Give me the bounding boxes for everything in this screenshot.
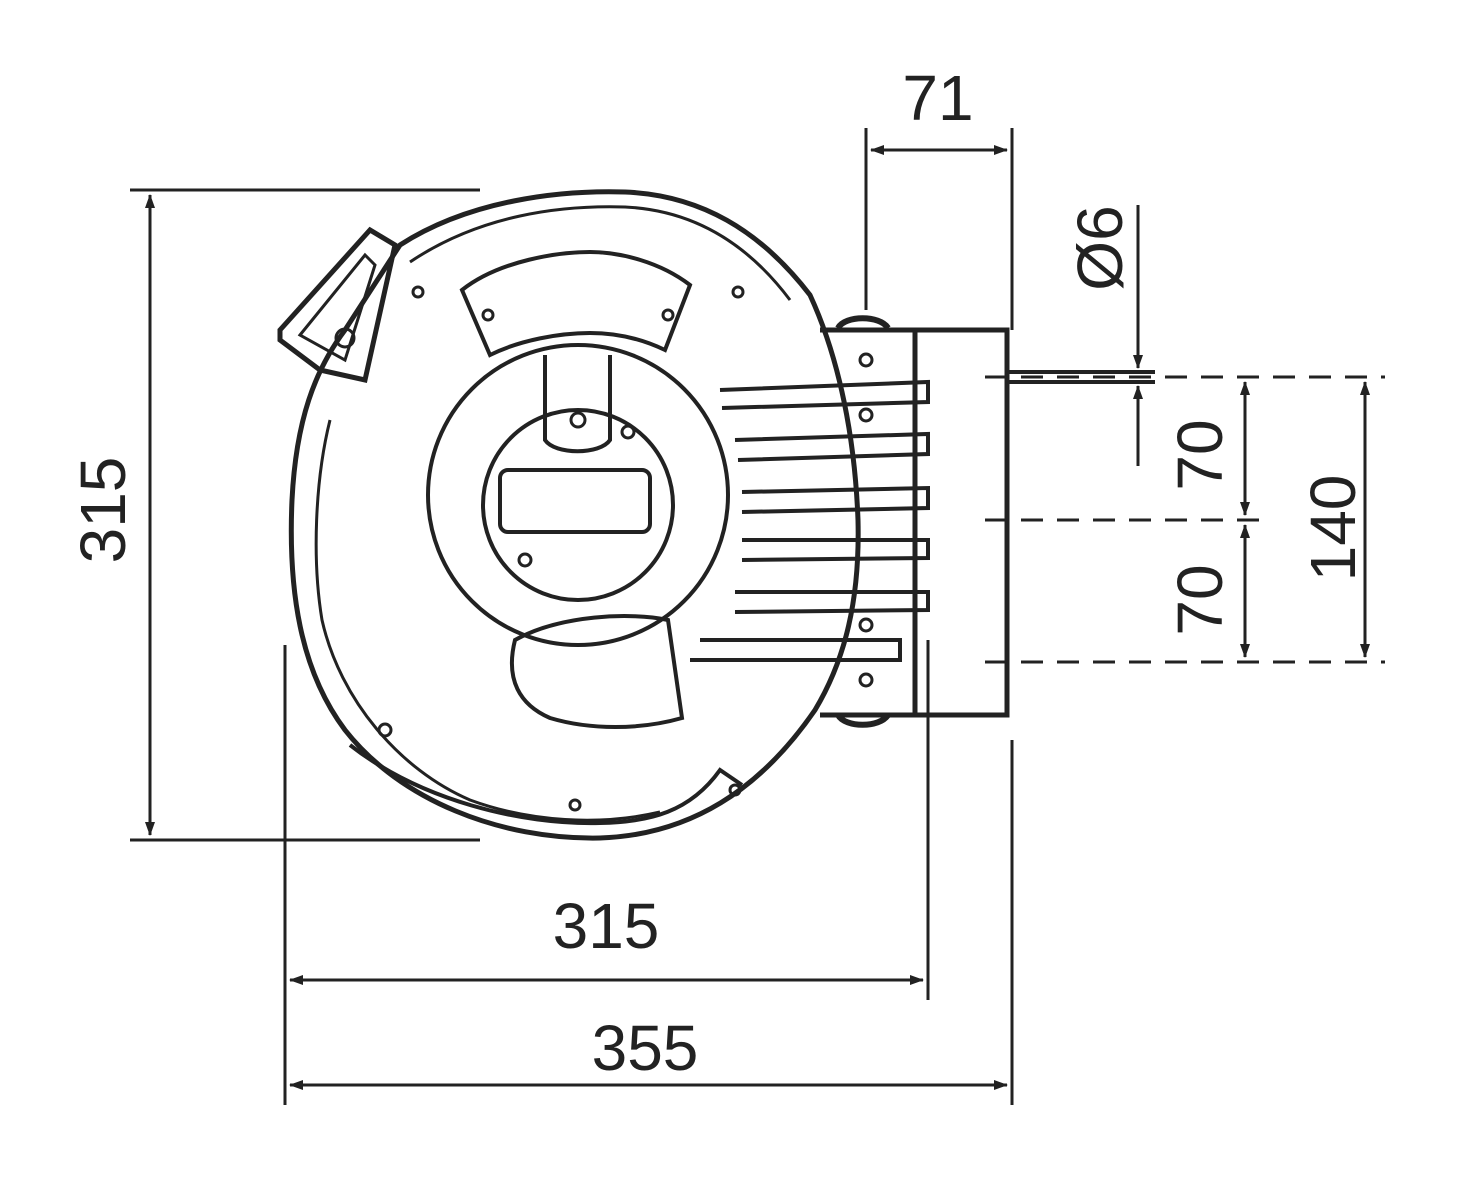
- screw: [411, 285, 425, 299]
- screw: [728, 783, 742, 797]
- screw: [858, 407, 874, 423]
- reel-body: [277, 189, 1155, 841]
- drum-outer: [426, 343, 730, 647]
- mounting-bolt: [1007, 370, 1155, 384]
- cooling-fins: [690, 379, 930, 662]
- screw: [517, 552, 533, 568]
- top-cover-panel: [459, 249, 693, 358]
- bracket-depth-label: 71: [902, 62, 973, 134]
- screw: [661, 308, 675, 322]
- bracket-top-lug: [835, 315, 891, 331]
- guide-roller: [334, 327, 356, 349]
- bracket-bottom-lug: [835, 712, 891, 728]
- screw: [481, 308, 495, 322]
- hole-spacing-total-label: 140: [1297, 475, 1369, 582]
- overall-width-label: 355: [592, 1012, 699, 1084]
- hub-bracket: [543, 355, 612, 454]
- hole-spacing-lower-label: 70: [1164, 564, 1236, 635]
- screw: [858, 617, 874, 633]
- lower-cover-panel: [509, 614, 685, 729]
- screw: [858, 672, 874, 688]
- height-label: 315: [67, 457, 139, 564]
- hub-label-window: [498, 468, 652, 534]
- bottom-guard: [348, 743, 744, 826]
- dimension-lines: [130, 128, 1385, 1105]
- screw: [377, 722, 393, 738]
- screw: [858, 352, 874, 368]
- housing-outline: [288, 189, 861, 841]
- hole-diameter-label: Ø6: [1064, 205, 1136, 290]
- body-width-label: 315: [553, 890, 660, 962]
- hose-guide-arm: [277, 226, 398, 383]
- screw: [731, 285, 745, 299]
- screw: [568, 798, 582, 812]
- screw: [620, 424, 636, 440]
- dimension-labels: 315 315 355 71 Ø6 70 70 140: [67, 62, 1369, 1084]
- drum-hub: [481, 408, 675, 602]
- hose-guide-arm-inner: [297, 252, 377, 363]
- hole-spacing-upper-label: 70: [1164, 419, 1236, 490]
- mounting-plate: [912, 327, 1010, 718]
- housing-inner-line: [314, 205, 792, 822]
- hub-pivot: [569, 411, 587, 429]
